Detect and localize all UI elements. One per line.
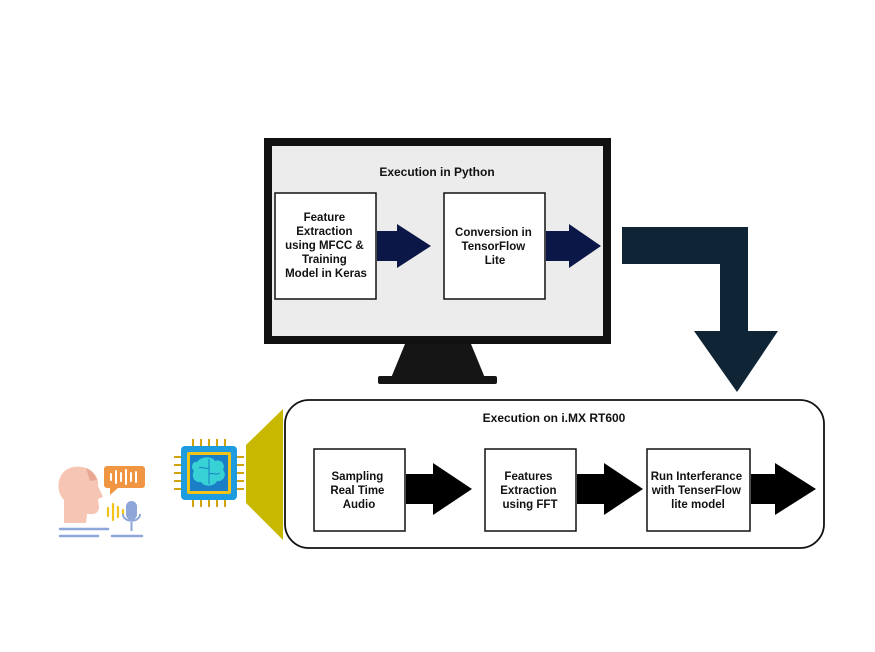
fft-feature-extraction-box xyxy=(484,448,577,532)
chip-projection-shape xyxy=(246,409,283,540)
tflite-inference-box xyxy=(646,448,751,532)
microphone-icon xyxy=(110,501,144,538)
tflite-inference-label: Run Interferance with TenserFlow lite mo… xyxy=(651,471,746,511)
sampling-audio-box xyxy=(313,448,406,532)
tflite-conversion-label: Conversion in TensorFlow Lite xyxy=(455,227,535,267)
python-section-title: Execution in Python xyxy=(379,165,494,179)
arrow-output xyxy=(751,463,816,515)
arrow-to-conversion xyxy=(377,224,431,268)
mcu-section-title: Execution on i.MX RT600 xyxy=(483,411,626,425)
arrow-to-inference xyxy=(577,463,643,515)
monitor-stand-neck xyxy=(391,344,485,378)
feature-extraction-training-box xyxy=(274,192,377,300)
fft-feature-extraction-label: Features Extraction using FFT xyxy=(500,471,559,511)
sound-wave-icon xyxy=(106,502,125,522)
ai-chip-icon xyxy=(174,439,244,507)
speech-bubble-icon xyxy=(104,466,145,495)
deploy-arrow-to-mcu xyxy=(622,227,778,392)
sampling-audio-label: Sampling Real Time Audio xyxy=(330,471,387,511)
feature-extraction-training-label: Feature Extraction using MFCC & Training… xyxy=(285,212,367,280)
arrow-out-of-python xyxy=(546,224,601,268)
monitor-stand-base xyxy=(378,376,497,384)
person-speaking-icon xyxy=(58,466,110,538)
arrow-to-features-extraction xyxy=(406,463,472,515)
tflite-conversion-box xyxy=(443,192,546,300)
